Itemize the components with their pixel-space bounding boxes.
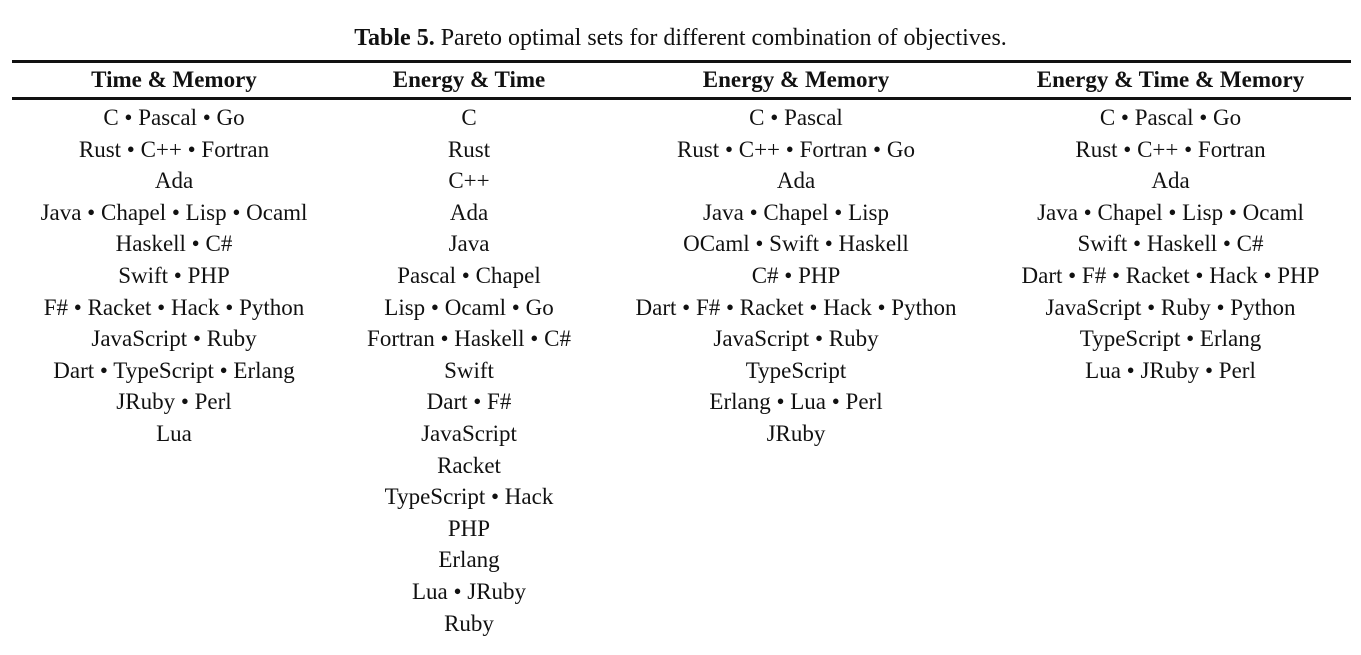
table-cell: Ada [1151,168,1190,194]
table-cell: Erlang • Lua • Perl [709,389,883,415]
table-cell: Java • Chapel • Lisp [702,199,889,225]
table-cell: JRuby [766,420,826,446]
table-cell: Lua • JRuby • Perl [1085,357,1256,383]
table-cell: Erlang [438,547,500,573]
column-header: Energy & Time & Memory [990,60,1351,100]
table-cell: JavaScript • Ruby • Python [1045,294,1296,320]
header-row: Time & Memory Energy & Time Energy & Mem… [12,60,1351,100]
table-cell: C [461,105,477,130]
table-cell: Rust • C++ • Fortran [78,136,270,162]
table-cell: C++ [448,168,490,194]
table-cell: TypeScript • Erlang [1079,326,1262,352]
table-cell: C • Pascal • Go [103,105,245,130]
caption-label: Table 5. [354,25,435,51]
table-cell: Swift • Haskell • C# [1077,231,1264,257]
table-cell: JavaScript • Ruby [713,326,879,352]
table-cell: Java [448,231,490,257]
table-cell: Rust [447,136,491,162]
table-cell: Dart • F# • Racket • Hack • Python [635,294,957,320]
table-cell: TypeScript [745,357,847,383]
table-caption: Table 5. Pareto optimal sets for differe… [0,22,1361,54]
table-cell: Lisp • Ocaml • Go [384,294,554,320]
table-cell: Rust • C++ • Fortran [1075,136,1266,162]
pareto-table: Time & Memory Energy & Time Energy & Mem… [12,60,1351,639]
column-header: Energy & Time [336,60,602,100]
table-cell: Java • Chapel • Lisp • Ocaml [1037,199,1304,225]
table-cell: OCaml • Swift • Haskell [683,231,909,257]
table-cell: PHP [447,515,491,541]
caption-text: Pareto optimal sets for different combin… [440,25,1007,51]
table-cell: Pascal • Chapel [397,262,541,288]
table-cell: Ada [449,199,489,225]
pareto-table-container: Time & Memory Energy & Time Energy & Mem… [12,60,1351,639]
table-cell: TypeScript • Hack [384,484,554,510]
column-header: Time & Memory [12,60,336,100]
table-cell: JavaScript • Ruby [91,326,257,352]
table-cell: Rust • C++ • Fortran • Go [677,136,915,162]
table-cell: Lua [156,420,192,446]
table-cell: C • Pascal [749,105,843,130]
table-cell: Swift [444,357,494,383]
table-cell: Fortran • Haskell • C# [367,326,571,352]
table-cell: Swift • PHP [118,262,230,288]
table-cell: C • Pascal • Go [1099,105,1242,130]
table-cell: JavaScript [421,420,517,446]
table-cell: C# • PHP [751,262,841,288]
table-cell: Ada [154,168,194,194]
table-cell: Java • Chapel • Lisp • Ocaml [40,199,308,225]
table-cell: Haskell • C# [115,231,233,257]
table-cell: F# • Racket • Hack • Python [43,294,305,320]
table-cell: Dart • F# • Racket • Hack • PHP [1021,262,1320,288]
table-cell: Racket [437,452,501,478]
table-cell: JRuby • Perl [116,389,232,415]
table-cell: Dart • TypeScript • Erlang [53,357,295,383]
table-cell: Ruby [444,610,494,636]
column-header: Energy & Memory [602,60,990,100]
table-cell: Lua • JRuby [411,578,527,604]
table-cell: Dart • F# [426,389,512,415]
table-cell: Ada [776,168,816,194]
